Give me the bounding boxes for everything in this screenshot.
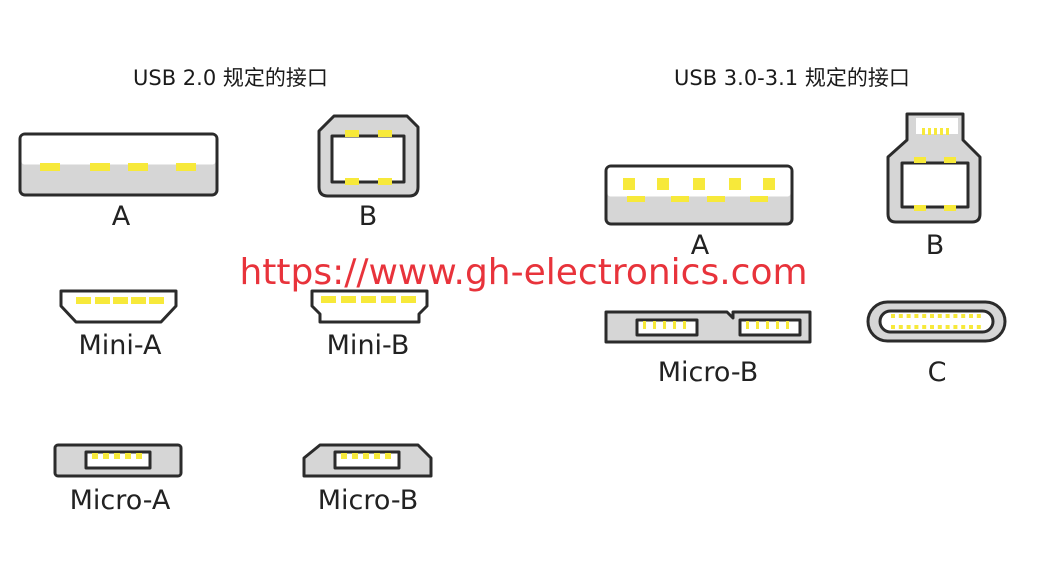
- usb3-type-a-label: A: [690, 230, 710, 261]
- usb2-mini-a-label: Mini-A: [78, 330, 162, 361]
- usb3-heading: USB 3.0-3.1 规定的接口: [674, 66, 910, 90]
- usb2-micro-a-label: Micro-A: [69, 485, 171, 516]
- usb2-heading: USB 2.0 规定的接口: [133, 66, 328, 90]
- type-c-pin: [898, 325, 903, 329]
- type-c-pin: [898, 314, 903, 318]
- type-c-pin: [914, 325, 919, 329]
- type-c-pin: [930, 325, 934, 329]
- type-c-pin: [945, 325, 950, 329]
- type-c-pin: [976, 314, 981, 318]
- usb3-type-a-connector: [604, 164, 794, 226]
- usb2-mini-b-label: Mini-B: [326, 330, 410, 361]
- type-c-pin: [937, 314, 942, 318]
- usb3-type-b-label: B: [925, 230, 945, 261]
- usb3-micro-b-label: Micro-B: [657, 357, 759, 388]
- type-c-pin: [891, 325, 895, 329]
- usb2-type-a-label: A: [111, 201, 131, 232]
- usb2-mini-b-connector: [310, 289, 429, 324]
- usb3-micro-b-connector: [604, 310, 812, 344]
- type-c-pin: [961, 314, 966, 318]
- type-c-pin: [953, 325, 958, 329]
- type-c-pin: [976, 325, 981, 329]
- usb2-type-a-connector: [18, 132, 219, 197]
- usb3-type-b-connector: [886, 112, 982, 224]
- type-c-pin: [922, 325, 927, 329]
- usb2-micro-a-connector: [53, 443, 183, 478]
- usb-type-c-label: C: [927, 357, 947, 388]
- type-c-pin: [961, 325, 966, 329]
- usb2-mini-a-connector: [59, 289, 178, 324]
- type-c-pin: [937, 325, 942, 329]
- type-c-pin: [891, 314, 895, 318]
- type-c-pin: [945, 314, 950, 318]
- type-c-pin: [953, 314, 958, 318]
- type-c-pin: [969, 325, 973, 329]
- type-c-pin: [906, 325, 911, 329]
- usb2-micro-b-label: Micro-B: [317, 485, 419, 516]
- usb-type-c-connector: [866, 300, 1007, 343]
- usb2-type-b-connector: [317, 114, 420, 198]
- type-c-pin: [906, 314, 911, 318]
- type-c-pin: [914, 314, 919, 318]
- type-c-pin: [969, 314, 973, 318]
- usb2-type-b-label: B: [358, 201, 378, 232]
- watermark-url: https://www.gh-electronics.com: [239, 252, 808, 293]
- usb2-micro-b-connector: [302, 443, 433, 478]
- type-c-pin: [930, 314, 934, 318]
- type-c-pin: [922, 314, 927, 318]
